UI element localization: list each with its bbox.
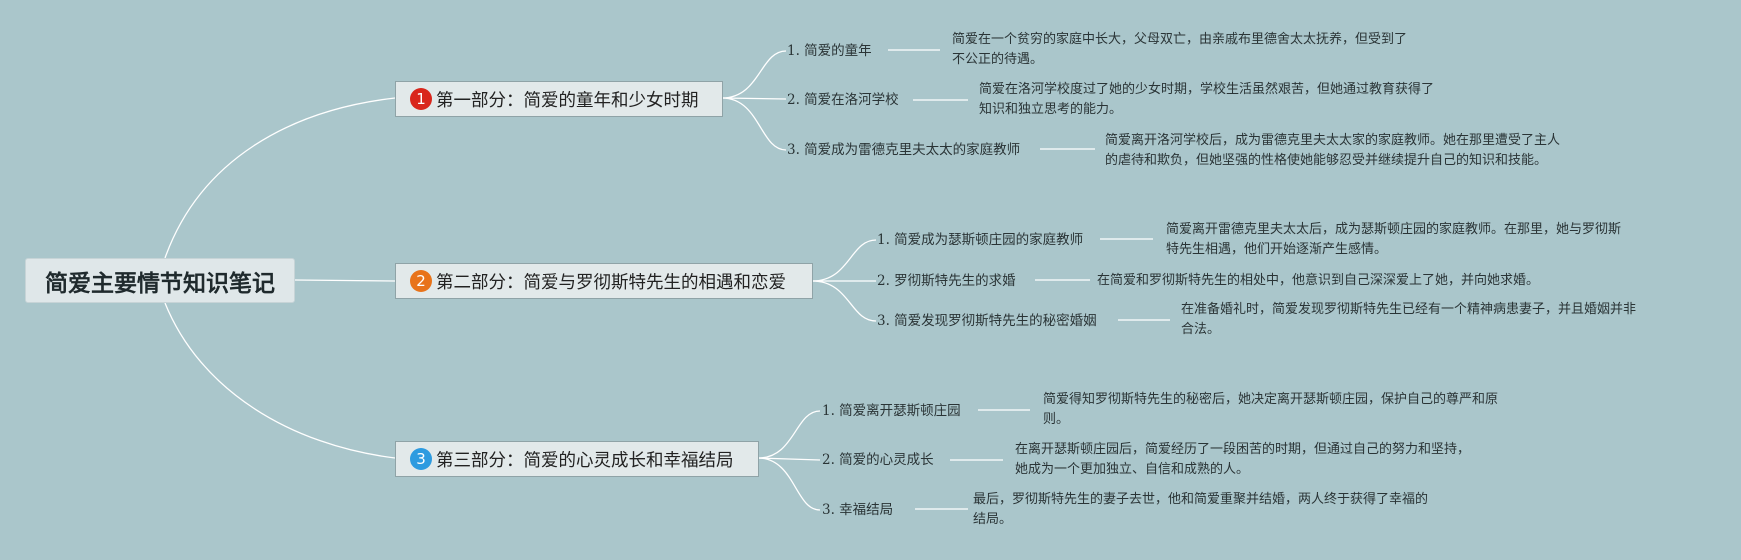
desc-1-2: 简爱在洛河学校度过了她的少女时期，学校生活虽然艰苦，但她通过教育获得了 知识和独… [979,80,1434,120]
desc-line: 简爱在洛河学校度过了她的少女时期，学校生活虽然艰苦，但她通过教育获得了 [979,82,1435,97]
desc-2-3: 在准备婚礼时，简爱发现罗彻斯特先生已经有一个精神病患妻子，并且婚姻并非 合法。 [1181,300,1636,340]
topic-1-3[interactable]: 3. 简爱成为雷德克里夫太太的家庭教师 [787,142,1021,158]
root-title: 简爱主要情节知识笔记 [45,270,275,297]
desc-line: 知识和独立思考的能力。 [979,102,1123,117]
connector-root-section-1 [164,97,396,259]
desc-line: 不公正的待遇。 [952,52,1044,67]
desc-line: 简爱在一个贫穷的家庭中长大，父母双亡，由亲戚布里德舍太太抚养，但受到了 [952,32,1408,47]
desc-3-3: 最后，罗彻斯特先生的妻子去世，他和简爱重聚并结婚，两人终于获得了幸福的 结局。 [973,490,1428,530]
topic-3-2[interactable]: 2. 简爱的心灵成长 [822,452,934,468]
badge-1-icon: 1 [410,88,432,110]
connector-root-section-3 [164,302,396,459]
desc-line: 简爱离开雷德克里夫太太后，成为瑟斯顿庄园的家庭教师。在那里，她与罗彻斯 [1166,222,1622,237]
connector-s1-t3 [721,97,787,151]
topic-3-3[interactable]: 3. 幸福结局 [822,502,894,518]
connector-s1-t2 [721,97,787,100]
desc-line: 在离开瑟斯顿庄园后，简爱经历了一段困苦的时期，但通过自己的努力和坚持， [1015,442,1471,457]
desc-line: 最后，罗彻斯特先生的妻子去世，他和简爱重聚并结婚，两人终于获得了幸福的 [973,492,1429,507]
topic-2-1[interactable]: 1. 简爱成为瑟斯顿庄园的家庭教师 [877,232,1084,248]
desc-line: 简爱离开洛河学校后，成为雷德克里夫太太家的家庭教师。她在那里遭受了主人 [1105,133,1561,148]
desc-line: 简爱得知罗彻斯特先生的秘密后，她决定离开瑟斯顿庄园，保护自己的尊严和原 [1043,392,1499,407]
desc-3-1: 简爱得知罗彻斯特先生的秘密后，她决定离开瑟斯顿庄园，保护自己的尊严和原 则。 [1043,390,1498,430]
topic-1-1[interactable]: 1. 简爱的童年 [787,43,872,59]
section-3-node[interactable]: 3 第三部分：简爱的心灵成长和幸福结局 [395,441,759,477]
section-2-title: 第二部分：简爱与罗彻斯特先生的相遇和恋爱 [436,272,786,293]
connector-s1-t1 [721,50,787,99]
desc-line: 她成为一个更加独立、自信和成熟的人。 [1015,462,1250,477]
desc-line: 则。 [1043,412,1070,427]
desc-1-1: 简爱在一个贫穷的家庭中长大，父母双亡，由亲戚布里德舍太太抚养，但受到了 不公正的… [952,30,1407,70]
connector-s2-t1 [811,239,877,282]
topic-1-2[interactable]: 2. 简爱在洛河学校 [787,92,899,108]
topic-2-3[interactable]: 3. 简爱发现罗彻斯特先生的秘密婚姻 [877,313,1097,329]
badge-3-icon: 3 [410,448,432,470]
desc-line: 结局。 [973,512,1013,527]
desc-2-2: 在简爱和罗彻斯特先生的相处中，他意识到自己深深爱上了她，并向她求婚。 [1097,271,1539,291]
desc-1-3: 简爱离开洛河学校后，成为雷德克里夫太太家的家庭教师。她在那里遭受了主人 的虐待和… [1105,131,1560,171]
connector-s3-t3 [757,457,821,511]
desc-line: 的虐待和欺负，但她坚强的性格使她能够忍受并继续提升自己的知识和技能。 [1105,153,1548,168]
connector-root-section-2 [294,279,396,282]
badge-2-icon: 2 [410,270,432,292]
section-3-title: 第三部分：简爱的心灵成长和幸福结局 [436,450,734,471]
section-1-title: 第一部分：简爱的童年和少女时期 [436,90,699,111]
desc-2-1: 简爱离开雷德克里夫太太后，成为瑟斯顿庄园的家庭教师。在那里，她与罗彻斯 特先生相… [1166,220,1621,260]
desc-line: 在简爱和罗彻斯特先生的相处中，他意识到自己深深爱上了她，并向她求婚。 [1097,273,1540,288]
desc-line: 特先生相遇，他们开始逐渐产生感情。 [1166,242,1388,257]
section-2-node[interactable]: 2 第二部分：简爱与罗彻斯特先生的相遇和恋爱 [395,263,813,299]
topic-3-1[interactable]: 1. 简爱离开瑟斯顿庄园 [822,403,961,419]
connector-s3-t1 [757,410,821,459]
root-node[interactable]: 简爱主要情节知识笔记 [25,258,295,303]
desc-3-2: 在离开瑟斯顿庄园后，简爱经历了一段困苦的时期，但通过自己的努力和坚持， 她成为一… [1015,440,1470,480]
desc-line: 在准备婚礼时，简爱发现罗彻斯特先生已经有一个精神病患妻子，并且婚姻并非 [1181,302,1637,317]
connector-s3-t2 [757,457,821,461]
topic-2-2[interactable]: 2. 罗彻斯特先生的求婚 [877,273,1016,289]
section-1-node[interactable]: 1 第一部分：简爱的童年和少女时期 [395,81,723,117]
connector-s2-t3 [811,280,877,322]
desc-line: 合法。 [1181,322,1221,337]
